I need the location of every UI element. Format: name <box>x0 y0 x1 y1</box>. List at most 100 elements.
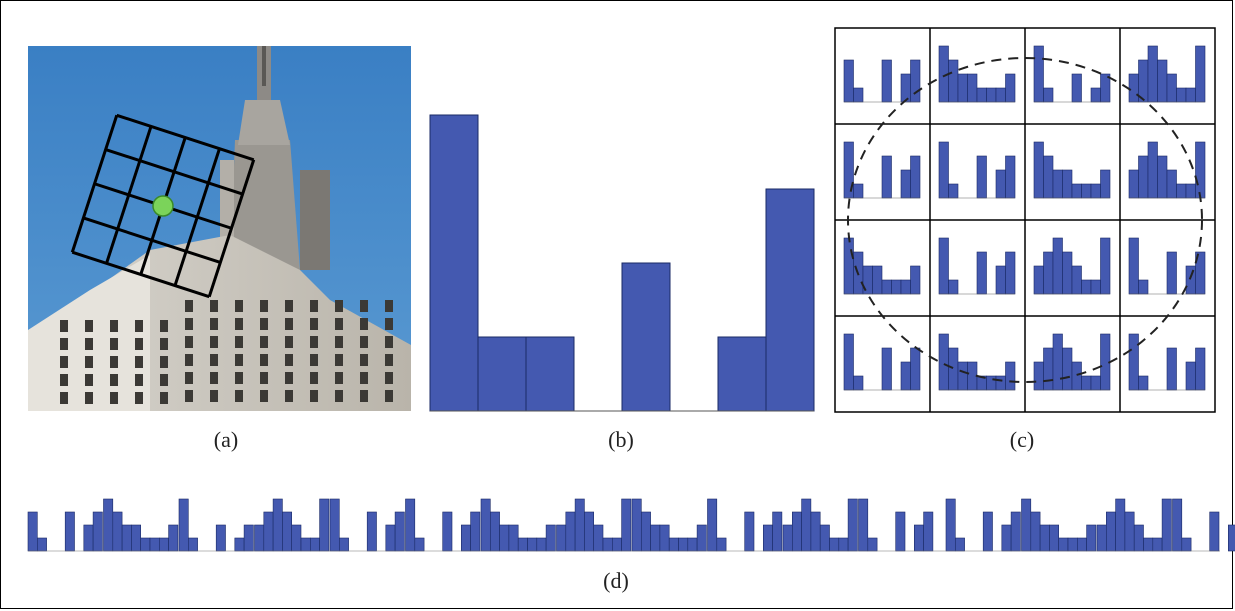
cell-histogram-bar <box>1090 183 1101 199</box>
grid-line <box>173 148 221 287</box>
descriptor-bar <box>64 511 75 552</box>
cell-histogram-bar <box>995 87 1006 103</box>
cell-histogram <box>1033 141 1111 199</box>
window <box>335 354 343 366</box>
cell-histogram-bar <box>1195 347 1206 391</box>
cell-histogram-bar <box>1138 375 1149 391</box>
window <box>135 392 143 404</box>
descriptor-group <box>254 498 330 552</box>
window <box>310 372 318 384</box>
descriptor-bar <box>1001 524 1012 552</box>
descriptor-bar <box>913 524 924 552</box>
window <box>110 338 118 350</box>
cell-histogram-bar <box>995 265 1006 295</box>
orientation-bin-bar <box>429 114 479 412</box>
window <box>235 318 243 330</box>
descriptor-group <box>405 498 481 552</box>
cell-histogram-bar <box>900 169 911 199</box>
grid-line <box>82 216 221 264</box>
window <box>260 318 268 330</box>
label-d: (d) <box>603 568 629 593</box>
descriptor-group <box>27 511 103 552</box>
cell-histogram-bar <box>1166 73 1177 103</box>
cell-histogram-bar <box>843 333 854 391</box>
window <box>235 300 243 312</box>
cell-histogram-bar <box>995 169 1006 199</box>
descriptor-bar <box>1086 524 1097 552</box>
cell-histogram-bar <box>1071 183 1082 199</box>
window <box>160 356 168 368</box>
descriptor-bar <box>282 511 292 552</box>
window <box>60 320 68 332</box>
cell-histogram <box>938 333 1016 391</box>
descriptor-vector <box>27 498 1235 552</box>
orientation-bin-bar <box>477 336 527 412</box>
window <box>85 320 93 332</box>
cell-histogram-bar <box>986 87 997 103</box>
cell-histogram-bar <box>1081 375 1092 391</box>
cell-histogram-bar <box>910 265 921 295</box>
cell-histogram-bar <box>967 361 978 391</box>
descriptor-bar <box>300 537 311 552</box>
cell-histogram-bar <box>948 183 959 199</box>
descriptor-bar <box>791 511 802 552</box>
descriptor-bar <box>593 524 604 552</box>
cell-histogram-bar <box>976 87 987 103</box>
descriptor-bar <box>338 537 349 552</box>
descriptor-bar <box>442 511 453 552</box>
orientation-bin-bar <box>765 188 815 412</box>
window <box>335 318 343 330</box>
descriptor-bar <box>1039 524 1050 552</box>
cell-histogram-bar <box>881 279 892 295</box>
descriptor-bar <box>291 524 302 552</box>
cell-histogram-bar <box>1176 87 1187 103</box>
cell-histogram-bar <box>872 265 883 295</box>
descriptor-bar <box>319 498 330 552</box>
cell-histogram <box>1128 141 1206 199</box>
cell-histogram-bar <box>1062 347 1073 391</box>
window <box>210 372 218 384</box>
window <box>185 354 193 366</box>
cell-histogram-bar <box>995 375 1006 391</box>
descriptor-group <box>178 498 254 552</box>
cell-histogram-bar <box>957 361 968 391</box>
cell-histogram-bar <box>1100 169 1111 199</box>
window <box>160 338 168 350</box>
descriptor-bar <box>847 498 858 552</box>
window <box>185 300 193 312</box>
descriptor-bar <box>762 524 773 552</box>
descriptor-bar <box>772 511 783 552</box>
descriptor-bar <box>188 537 198 552</box>
descriptor-bar <box>838 537 849 552</box>
cell-histogram-bar <box>1090 279 1101 295</box>
window <box>260 336 268 348</box>
descriptor-bar <box>536 537 547 552</box>
keypoint-marker <box>152 195 174 217</box>
label-b: (b) <box>608 427 634 452</box>
window <box>360 318 368 330</box>
window <box>235 354 243 366</box>
cell-histogram <box>1033 237 1111 295</box>
descriptor-bar <box>696 524 707 552</box>
descriptor-bar <box>631 498 642 552</box>
descriptor-bar <box>508 524 519 552</box>
orientation-bin-bar <box>621 262 671 412</box>
cell-histogram <box>938 45 1016 103</box>
window <box>210 390 218 402</box>
cell-histogram-bar <box>1166 347 1177 391</box>
cell-histogram <box>938 141 1016 199</box>
window <box>310 300 318 312</box>
window <box>385 354 393 366</box>
cell-histogram-bar <box>1185 265 1196 295</box>
descriptor-grid <box>834 27 1216 413</box>
descriptor-group <box>945 498 1021 552</box>
window <box>110 320 118 332</box>
descriptor-bar <box>819 524 830 552</box>
window <box>210 336 218 348</box>
descriptor-bar <box>621 498 632 552</box>
descriptor-bar <box>92 511 103 552</box>
window <box>285 354 293 366</box>
descriptor-bar <box>744 511 755 552</box>
